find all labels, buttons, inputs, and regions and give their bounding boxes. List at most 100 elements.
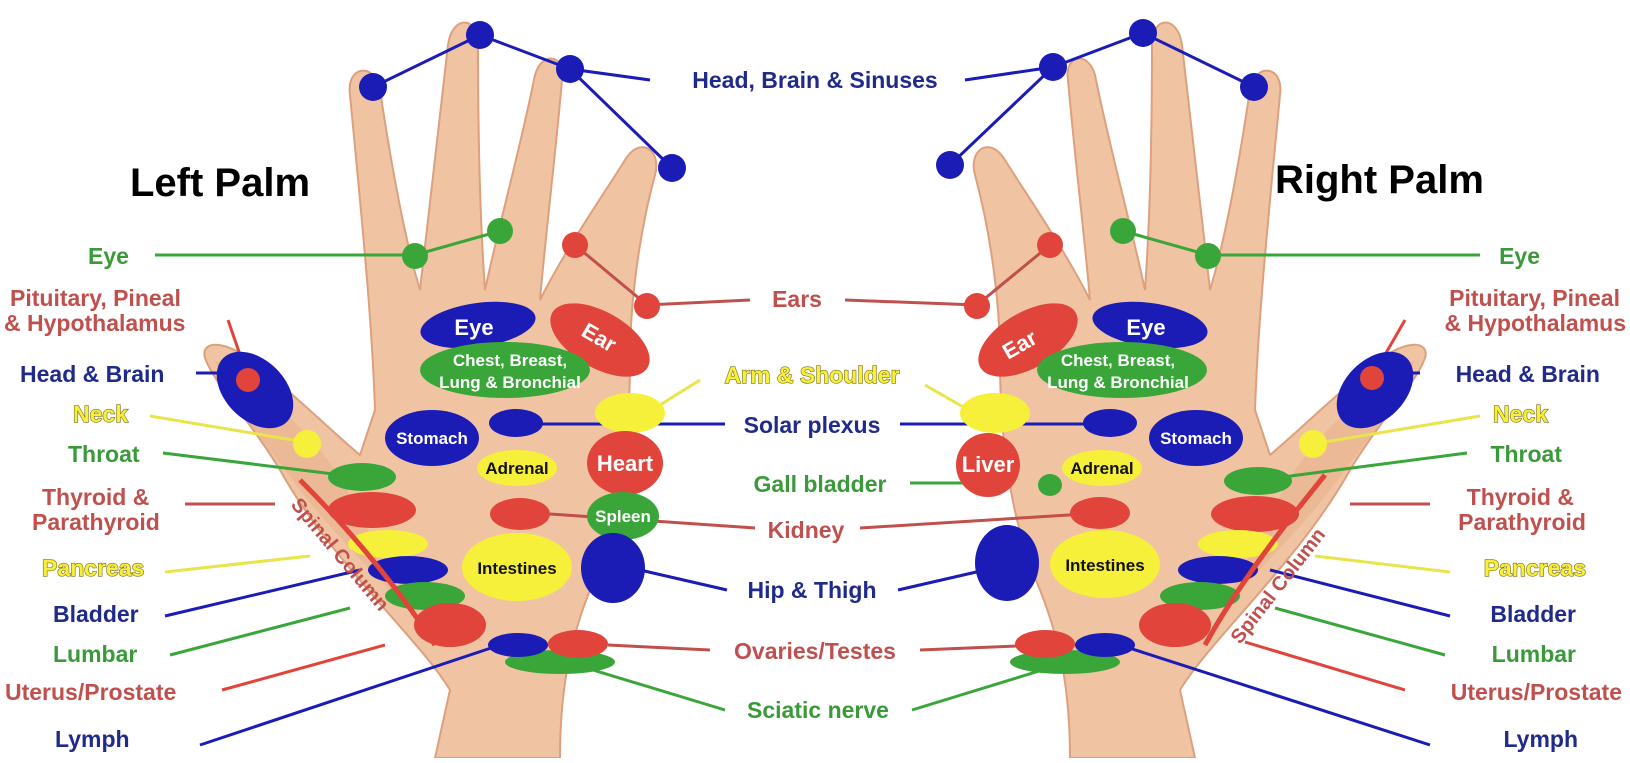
- left-neck-label: Neck: [73, 401, 128, 427]
- left-ring-tip-dot: [466, 21, 494, 49]
- right-pancreas-label: Pancreas: [1484, 555, 1586, 581]
- right-eye-dot-2: [1195, 243, 1221, 269]
- arm-shoulder-label: Arm & Shoulder: [724, 362, 899, 388]
- left-eye-label: Eye: [88, 243, 129, 269]
- gall-bladder-label: Gall bladder: [754, 471, 887, 497]
- right-solar-plexus-zone: [1083, 409, 1137, 437]
- right-uterus-line: [1245, 642, 1405, 690]
- right-uterus-zone: [1139, 603, 1211, 647]
- right-palm-title: Right Palm: [1275, 158, 1484, 202]
- right-pancreas-line: [1315, 556, 1450, 572]
- right-ear-dot-1: [1037, 232, 1063, 258]
- right-adrenal-zone-label: Adrenal: [1070, 459, 1133, 478]
- right-ovaries-zone: [1015, 630, 1075, 658]
- left-pituitary-label-1: Pituitary, Pineal: [10, 285, 181, 311]
- solar-plexus-label: Solar plexus: [744, 412, 881, 438]
- left-lymph-label: Lymph: [55, 726, 130, 752]
- right-pituitary-label-2: & Hypothalamus: [1445, 310, 1626, 336]
- right-liver-zone-label: Liver: [962, 452, 1015, 477]
- left-throat-zone: [328, 463, 396, 491]
- hip-thigh-label: Hip & Thigh: [747, 577, 876, 603]
- right-ring-tip-dot: [1129, 19, 1157, 47]
- left-solar-plexus-zone: [489, 409, 543, 437]
- head-brain-sinuses-label: Head, Brain & Sinuses: [692, 67, 937, 93]
- left-pituitary-label-2: & Hypothalamus: [4, 310, 185, 336]
- right-intestines-zone-label: Intestines: [1065, 556, 1144, 575]
- right-middle-tip-dot: [1039, 53, 1067, 81]
- right-hip-line: [898, 570, 985, 590]
- left-arm-shoulder-line: [660, 380, 700, 405]
- right-arm-shoulder-zone: [960, 393, 1030, 433]
- left-bladder-line: [165, 570, 360, 616]
- left-pituitary-dot: [236, 368, 260, 392]
- right-hip-thigh-zone: [975, 525, 1039, 601]
- left-pancreas-label: Pancreas: [42, 555, 144, 581]
- left-thyroid-label-2: Parathyroid: [32, 509, 160, 535]
- left-ovaries-line: [608, 645, 710, 650]
- right-neck-label: Neck: [1493, 401, 1548, 427]
- ears-label: Ears: [772, 286, 822, 312]
- left-throat-label: Throat: [68, 441, 140, 467]
- left-chest-zone-line1: Chest, Breast,: [453, 351, 567, 370]
- right-eye-dot-1: [1110, 218, 1136, 244]
- left-eye-dot-1: [402, 243, 428, 269]
- left-chest-zone-line2: Lung & Bronchial: [439, 373, 581, 392]
- left-eye-dot-2: [487, 218, 513, 244]
- left-stomach-zone-label: Stomach: [396, 429, 468, 448]
- left-ovaries-zone: [548, 630, 608, 658]
- right-throat-zone: [1224, 467, 1292, 495]
- left-uterus-label: Uterus/Prostate: [5, 679, 176, 705]
- left-hip-line: [640, 570, 727, 590]
- left-lumbar-label: Lumbar: [53, 641, 137, 667]
- right-bladder-label: Bladder: [1490, 601, 1576, 627]
- left-kidney-zone: [490, 498, 550, 530]
- right-stomach-zone-label: Stomach: [1160, 429, 1232, 448]
- left-lumbar-line: [170, 608, 350, 655]
- right-head-brain-label: Head & Brain: [1456, 361, 1600, 387]
- right-lymph-label: Lymph: [1503, 726, 1578, 752]
- left-spleen-zone-label: Spleen: [595, 507, 651, 526]
- right-lumbar-label: Lumbar: [1492, 641, 1576, 667]
- left-pancreas-line: [165, 556, 310, 572]
- right-chest-zone-line1: Chest, Breast,: [1061, 351, 1175, 370]
- left-index-tip-dot: [658, 154, 686, 182]
- left-heart-zone-label: Heart: [597, 451, 654, 476]
- right-pituitary-label-1: Pituitary, Pineal: [1449, 285, 1620, 311]
- right-lumbar-line: [1275, 608, 1445, 655]
- right-little-tip-dot: [1240, 73, 1268, 101]
- right-ear-dot-2: [964, 293, 990, 319]
- left-adrenal-zone-label: Adrenal: [485, 459, 548, 478]
- right-pituitary-dot: [1360, 366, 1384, 390]
- left-intestines-zone-label: Intestines: [477, 559, 556, 578]
- left-uterus-line: [222, 645, 385, 690]
- right-arm-shoulder-line: [925, 385, 965, 408]
- left-ear-dot-2: [634, 293, 660, 319]
- left-eye-zone-label: Eye: [454, 315, 493, 340]
- kidney-label: Kidney: [768, 517, 845, 543]
- left-bladder-label: Bladder: [53, 601, 139, 627]
- left-little-tip-dot: [359, 73, 387, 101]
- sciatic-nerve-label: Sciatic nerve: [747, 697, 889, 723]
- right-throat-label: Throat: [1490, 441, 1562, 467]
- right-thyroid-label-2: Parathyroid: [1458, 509, 1586, 535]
- left-palm-title: Left Palm: [130, 161, 310, 205]
- left-middle-tip-dot: [556, 55, 584, 83]
- left-head-brain-label: Head & Brain: [20, 361, 164, 387]
- right-kidney-zone: [1070, 497, 1130, 529]
- left-lymph-zone: [488, 633, 548, 657]
- right-eye-label: Eye: [1499, 243, 1540, 269]
- left-arm-shoulder-zone: [595, 393, 665, 433]
- right-index-tip-dot: [936, 151, 964, 179]
- ovaries-testes-label: Ovaries/Testes: [734, 638, 896, 664]
- right-lymph-zone: [1075, 633, 1135, 657]
- left-thyroid-label-1: Thyroid &: [42, 484, 149, 510]
- left-hip-thigh-zone: [581, 533, 645, 603]
- left-ear-dot-1: [562, 232, 588, 258]
- right-eye-zone-label: Eye: [1126, 315, 1165, 340]
- right-neck-dot: [1299, 430, 1327, 458]
- right-uterus-label: Uterus/Prostate: [1451, 679, 1622, 705]
- left-neck-dot: [293, 430, 321, 458]
- right-gall-bladder-zone: [1038, 474, 1062, 496]
